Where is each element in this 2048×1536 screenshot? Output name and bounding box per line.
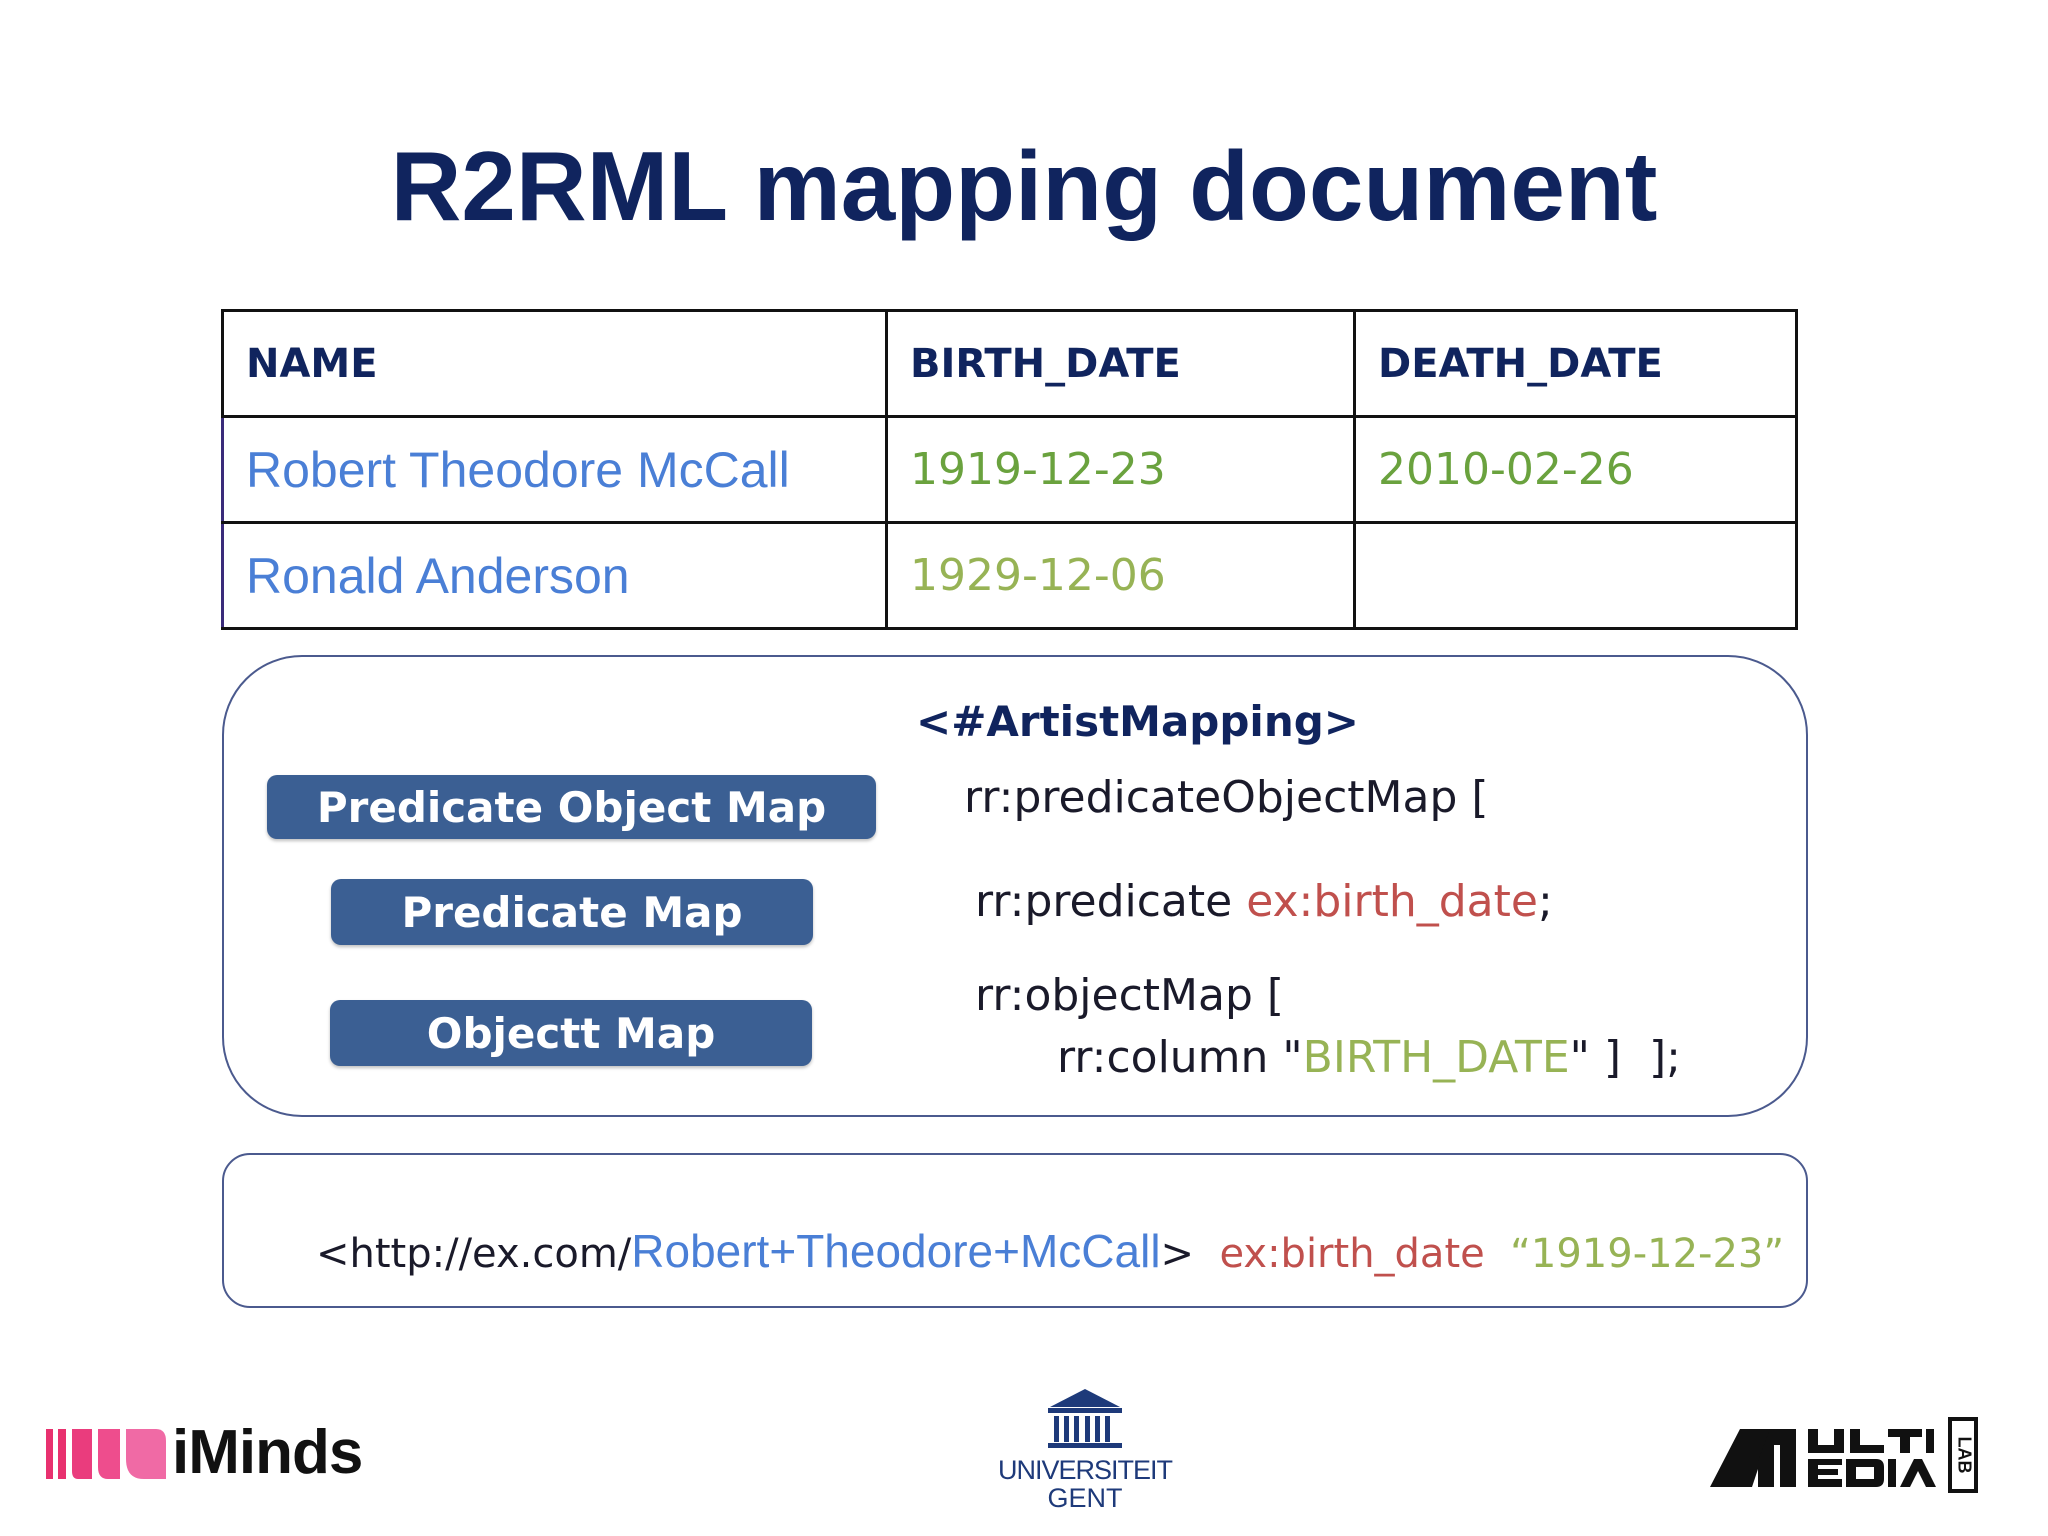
predicate-object-map-label: Predicate Object Map	[267, 775, 876, 839]
mapping-box	[222, 655, 1808, 1117]
source-table: NAME BIRTH_DATE DEATH_DATE Robert Theodo…	[221, 309, 1798, 630]
table-header-row: NAME BIRTH_DATE DEATH_DATE	[221, 309, 1798, 418]
triple-predicate: ex:birth_date	[1219, 1231, 1485, 1277]
death-date-cell: 2010-02-26	[1353, 415, 1798, 524]
subject-prefix: <http://ex.com/	[316, 1231, 632, 1277]
multimedia-lab-logo: LAB	[1700, 1415, 2000, 1495]
table-row: Robert Theodore McCall 1919-12-23 2010-0…	[221, 415, 1798, 524]
birth-date-cell: 1919-12-23	[885, 415, 1356, 524]
subject-suffix: >	[1160, 1231, 1195, 1277]
result-box	[222, 1153, 1808, 1308]
code-text: rr:predicate	[975, 876, 1247, 927]
code-text: ;	[1537, 876, 1553, 927]
predicate-value: ex:birth_date	[1246, 876, 1538, 927]
name-cell: Robert Theodore McCall	[221, 415, 888, 524]
table-row: Ronald Anderson 1929-12-06	[221, 521, 1798, 630]
triple-object: “1919-12-23”	[1510, 1231, 1785, 1277]
lab-label: LAB	[1954, 1437, 1974, 1474]
code-line-predicate: rr:predicate ex:birth_date;	[975, 876, 1553, 927]
building-icon	[1048, 1389, 1122, 1448]
name-cell: Ronald Anderson	[221, 521, 888, 630]
result-triple: <http://ex.com/Robert+Theodore+McCall> e…	[316, 1224, 1784, 1278]
iminds-mark-icon	[46, 1429, 166, 1479]
ugent-logo: UNIVERSITEIT GENT	[990, 1385, 1180, 1515]
iminds-logo: iMinds	[44, 1415, 363, 1487]
predicate-map-label: Predicate Map	[331, 879, 813, 945]
subject-name: Robert+Theodore+McCall	[631, 1225, 1161, 1277]
mapping-name: <#ArtistMapping>	[916, 697, 1359, 746]
code-text: " ] ];	[1569, 1032, 1681, 1083]
birth-date-cell: 1929-12-06	[885, 521, 1356, 630]
code-text: rr:column "	[1057, 1032, 1303, 1083]
column-header: BIRTH_DATE	[885, 309, 1356, 418]
ugent-line-2: GENT	[1047, 1483, 1123, 1513]
column-header: DEATH_DATE	[1353, 309, 1798, 418]
multimedia-lab-wordmark-icon: LAB	[1710, 1417, 1978, 1493]
ugent-line-1: UNIVERSITEIT	[997, 1455, 1173, 1485]
slide-title: R2RML mapping document	[390, 131, 1658, 241]
column-header: NAME	[221, 309, 888, 418]
code-line-predicate-object-map: rr:predicateObjectMap [	[964, 772, 1489, 823]
column-value: BIRTH_DATE	[1302, 1032, 1570, 1083]
death-date-cell	[1353, 521, 1798, 630]
object-map-label: Objectt Map	[330, 1000, 812, 1066]
code-line-object-map: rr:objectMap [	[975, 970, 1285, 1021]
iminds-wordmark: iMinds	[172, 1418, 363, 1487]
code-line-column: rr:column "BIRTH_DATE" ] ];	[1057, 1032, 1681, 1083]
